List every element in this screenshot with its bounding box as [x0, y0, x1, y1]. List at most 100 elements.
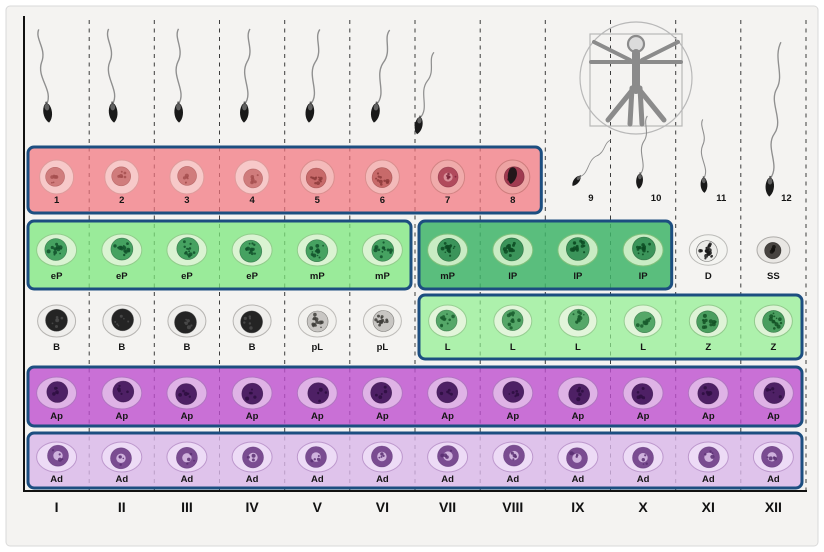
chromatin-speckle [572, 241, 577, 245]
chromatin-speckle [117, 324, 120, 327]
chromatin-speckle [126, 390, 129, 394]
cell-label: B [249, 342, 256, 353]
released-spermatozoon [174, 28, 183, 123]
cell-label: Ap [181, 411, 194, 422]
cell-Ad-col9 [557, 441, 599, 473]
chromatin-speckle [778, 395, 782, 399]
chromatin-speckle [637, 252, 640, 255]
chromatin-speckle [317, 455, 320, 457]
elongating-spermatid-10 [636, 115, 648, 189]
chromatin-speckle [316, 181, 320, 185]
cell-label: 8 [510, 195, 515, 206]
chromatin-speckle [772, 312, 775, 315]
cell-8-col8 [495, 159, 531, 195]
cell-Ad-col11 [687, 441, 729, 473]
chromatin-speckle [702, 313, 707, 318]
chromatin-speckle [440, 453, 445, 458]
chromatin-speckle [449, 254, 452, 257]
cell-label: Ad [50, 474, 63, 485]
chromatin-speckle [190, 324, 193, 327]
cell-label: Z [705, 342, 711, 353]
chromatin-speckle [182, 389, 185, 393]
stage-label-IV: IV [245, 499, 259, 515]
sperm-acrosome [576, 176, 581, 180]
chromatin-speckle [51, 449, 55, 452]
chromatin-speckle [376, 172, 380, 175]
chromatin-speckle [773, 315, 776, 318]
chromatin-speckle [187, 254, 191, 258]
spermatid-step-label: 12 [781, 193, 792, 204]
chromatin-speckle [123, 171, 127, 175]
chromatin-speckle [447, 388, 451, 392]
chromatin-speckle [251, 180, 254, 183]
chromatin-speckle [122, 246, 127, 250]
chromatin-speckle [778, 317, 782, 321]
chromatin-speckle [776, 324, 781, 329]
cell-label: Ad [767, 474, 780, 485]
cell-label: B [118, 342, 125, 353]
sperm-tail [106, 28, 116, 105]
chromatin-speckle [247, 455, 250, 459]
chromatin-speckle [515, 390, 518, 393]
chromatin-speckle [188, 395, 191, 398]
cell-Z-col11 [688, 304, 728, 338]
chromatin-speckle [642, 463, 645, 465]
cell-label: eP [246, 271, 258, 282]
chromatin-speckle [375, 393, 378, 397]
cell-label: 3 [184, 195, 189, 206]
stage-label-XI: XI [702, 499, 715, 515]
chromatin-speckle [243, 316, 247, 320]
chromatin-speckle [515, 392, 520, 397]
chromatin-speckle [508, 393, 511, 395]
chromatin-speckle [575, 320, 579, 324]
cell-label: Ad [311, 474, 324, 485]
cell-Ad-col5 [296, 441, 338, 473]
chromatin-speckle [385, 319, 389, 324]
cell-lP-col8 [492, 233, 534, 267]
cell-B-col1 [37, 304, 77, 338]
chromatin-speckle [382, 454, 385, 457]
cell-Ap-col4 [231, 376, 273, 410]
chromatin-speckle [447, 248, 450, 251]
chromatin-speckle [53, 247, 57, 251]
leptotene-zygotene-box [417, 293, 804, 361]
cell-label: Ad [441, 474, 454, 485]
cell-Ad-col4 [231, 441, 273, 473]
cell-label: Ap [50, 411, 63, 422]
chromatin-speckle [185, 251, 188, 254]
cell-L-col10 [623, 304, 663, 338]
cell-nucleus [112, 380, 135, 403]
cell-label: Ap [115, 411, 128, 422]
chromatin-speckle [768, 388, 772, 392]
spermatid-step-label: 10 [651, 193, 662, 204]
chromatin-speckle [117, 174, 121, 178]
chromatin-speckle [55, 242, 59, 246]
cell-label: Z [770, 342, 776, 353]
chromatin-speckle [382, 241, 385, 244]
chromatin-speckle [640, 324, 644, 328]
chromatin-speckle [641, 253, 644, 256]
mid-late-pachytene-box [417, 219, 674, 291]
chromatin-speckle [51, 322, 54, 325]
chromatin-speckle [771, 387, 775, 391]
spermatid-step-label: 9 [588, 193, 593, 204]
chromatin-speckle [707, 250, 712, 255]
cell-1-col1 [39, 159, 75, 195]
chromatin-speckle [317, 392, 320, 395]
vitruvian-legs-spread [605, 85, 667, 123]
chromatin-speckle [126, 242, 129, 245]
chromatin-speckle [446, 176, 450, 180]
chromatin-speckle [127, 249, 131, 253]
chromatin-speckle [311, 176, 315, 180]
chromatin-speckle [569, 451, 574, 456]
cell-L-col7 [428, 304, 468, 338]
chromatin-speckle [183, 245, 186, 248]
elongating-spermatid-9 [572, 139, 611, 186]
chromatin-speckle [193, 459, 195, 462]
chromatin-speckle [123, 253, 126, 257]
chromatin-speckle [380, 393, 383, 395]
chromatin-speckle [447, 172, 450, 176]
chromatin-speckle [317, 322, 319, 325]
cell-label: Ad [637, 474, 650, 485]
chromatin-speckle [703, 325, 708, 329]
